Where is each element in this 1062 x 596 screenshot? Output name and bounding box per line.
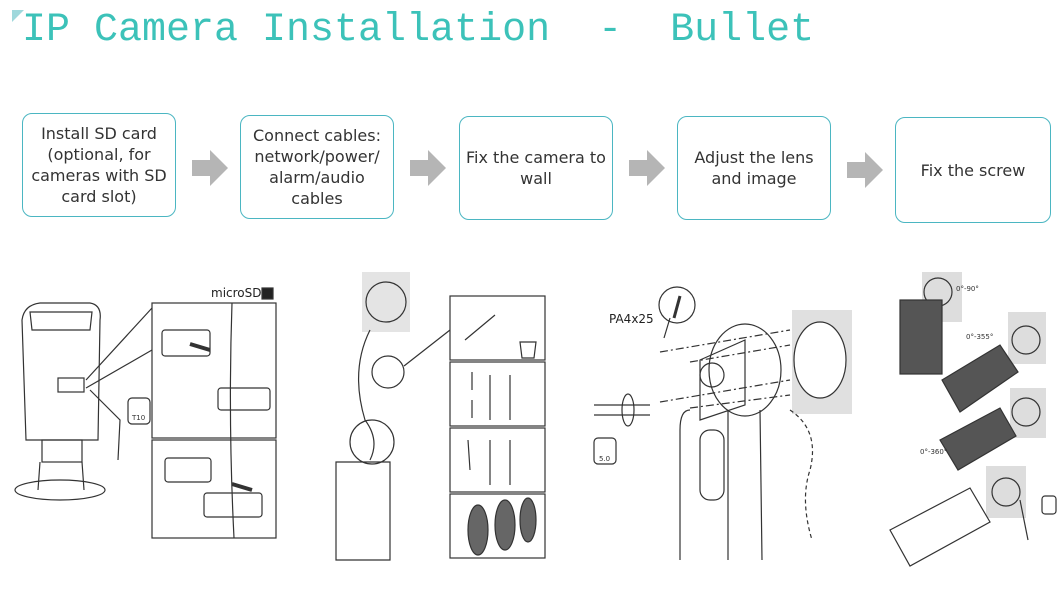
- cable-connection-illustration: [335, 272, 546, 561]
- screw-size-label: PA4x25: [609, 312, 654, 326]
- step-label: Connect cables: network/power/ alarm/aud…: [252, 126, 381, 208]
- step-connect-cables: Connect cables: network/power/ alarm/aud…: [240, 115, 394, 219]
- step-fix-camera: Fix the camera to wall: [459, 116, 613, 220]
- step-install-sd-card: Install SD card (optional, for cameras w…: [22, 113, 176, 217]
- step-label: Adjust the lens and image: [694, 148, 814, 188]
- phillips-size-label: 5.0: [599, 455, 611, 463]
- page-title: IP Camera Installation - Bullet: [22, 8, 815, 53]
- arrow-right-icon: [410, 150, 446, 186]
- arrow-right-icon: [847, 152, 883, 188]
- step-fix-screw: Fix the screw: [895, 117, 1051, 223]
- title-corner-decoration: [12, 10, 24, 22]
- microsd-label: microSD: [211, 286, 262, 300]
- lens-adjustment-illustration: [889, 272, 1057, 567]
- arrow-right-icon: [192, 150, 228, 186]
- tilt-range-label: 0°-355°: [966, 333, 994, 341]
- wall-mount-illustration: [593, 286, 852, 561]
- step-adjust-lens: Adjust the lens and image: [677, 116, 831, 220]
- pan-range-label: 0°-90°: [956, 285, 979, 293]
- step-label: Fix the screw: [920, 160, 1026, 180]
- step-label: Fix the camera to wall: [466, 148, 606, 188]
- torx-t10-label: T10: [132, 414, 146, 422]
- arrow-right-icon: [629, 150, 665, 186]
- step-label: Install SD card (optional, for cameras w…: [31, 124, 167, 206]
- sd-card-illustration: [14, 287, 277, 539]
- rotate-range-label: 0°-360°: [920, 448, 948, 456]
